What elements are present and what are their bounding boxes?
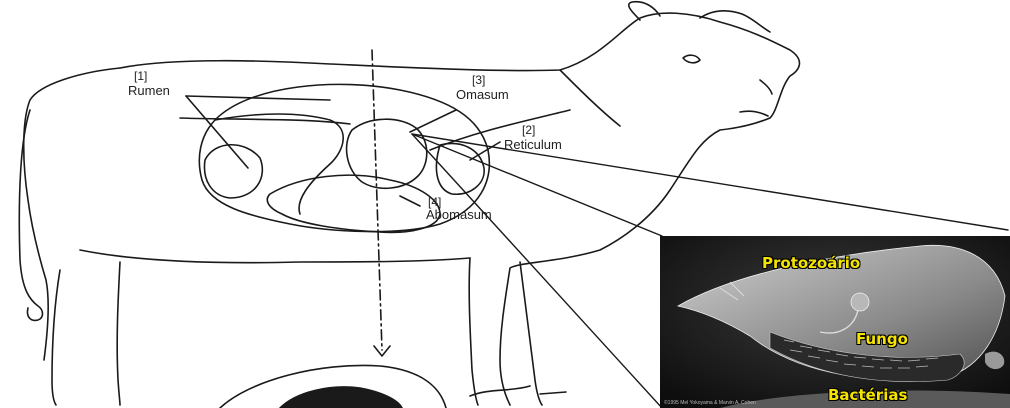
omasum-leader xyxy=(410,110,456,132)
rumen-label: Rumen xyxy=(128,84,170,97)
cow-hind-leg-2 xyxy=(117,262,120,405)
rumen-lobe xyxy=(204,145,262,198)
cow-neck xyxy=(560,70,620,126)
fungus-label: Fungo xyxy=(856,330,908,348)
reticulum-number: [2] xyxy=(522,124,535,136)
micrograph-inset: Protozoário Fungo Bactérias ©1995 Mel Yo… xyxy=(660,236,1010,408)
omasum-number: [3] xyxy=(472,74,485,86)
abomasum-label: Abomasum xyxy=(426,208,492,221)
abomasum-leader xyxy=(400,196,420,206)
bacteria-label: Bactérias xyxy=(828,386,907,404)
cow-mouth xyxy=(740,111,768,116)
micrograph-credit: ©1995 Mel Yokoyama & Marvin A. Cohen xyxy=(664,400,756,406)
fungus-zoospore xyxy=(851,293,869,311)
cow-hind-leg xyxy=(52,270,60,405)
cow-nostril xyxy=(760,80,772,94)
cow-back-outline xyxy=(24,68,120,360)
protozoa-label: Protozoário xyxy=(762,254,860,272)
reticulum-label: Reticulum xyxy=(504,138,562,151)
section-axis xyxy=(372,50,382,350)
rumen-inner-fold xyxy=(215,114,343,214)
zoom-line-3 xyxy=(412,134,662,408)
cow-horn xyxy=(700,11,770,32)
rumen-leader-2 xyxy=(186,96,248,168)
signature-mark xyxy=(470,386,566,396)
cow-eye xyxy=(683,55,700,63)
zoom-line-1 xyxy=(412,134,1008,230)
cow-front-leg xyxy=(469,258,478,405)
rumen-leader-1 xyxy=(186,96,330,100)
cross-section-dark xyxy=(280,387,402,408)
cow-belly xyxy=(80,250,470,263)
rumen-number: [1] xyxy=(134,70,147,82)
omasum-label: Omasum xyxy=(456,88,509,101)
section-arrow xyxy=(374,346,390,356)
cow-front-leg-2 xyxy=(520,262,542,405)
